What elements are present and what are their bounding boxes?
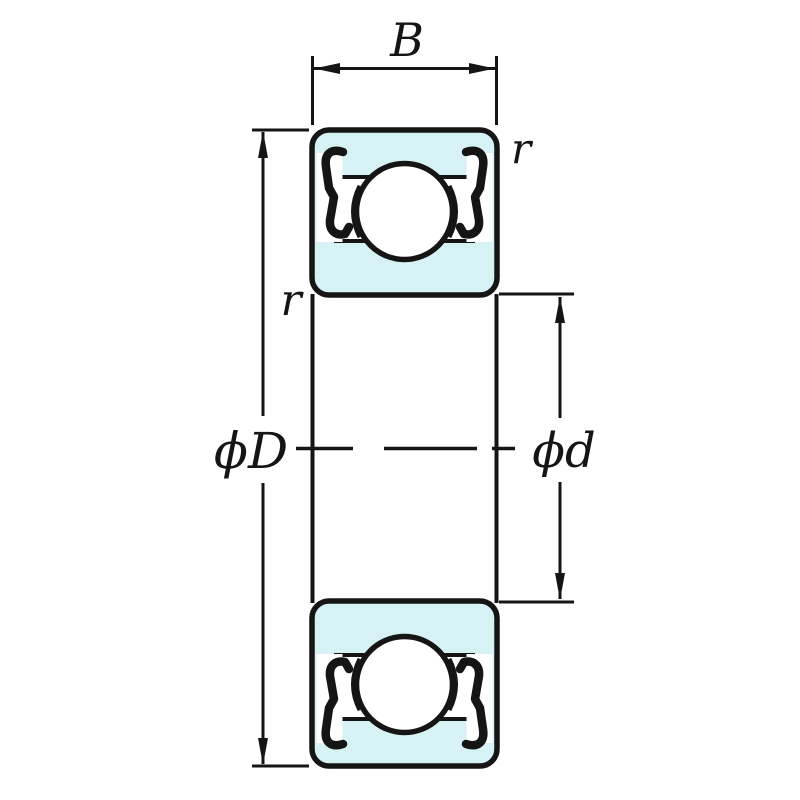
chamfer-radius-label-top: r — [510, 124, 532, 173]
dimension-outer-diameter — [252, 128, 309, 768]
bore-diameter-label: ϕd — [532, 423, 596, 479]
outer-diameter-label: ϕD — [213, 422, 289, 480]
width-label: B — [390, 13, 424, 67]
bearing-upper-section — [312, 130, 497, 295]
bearing-lower-section — [312, 601, 497, 766]
dimension-B — [311, 56, 498, 125]
dimension-bore-diameter — [499, 292, 574, 604]
chamfer-radius-label-side: r — [280, 275, 302, 326]
